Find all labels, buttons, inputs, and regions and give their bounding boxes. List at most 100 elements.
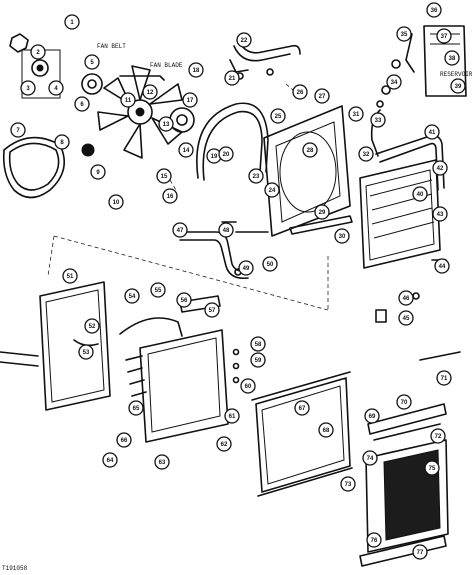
callout-bubble (398, 310, 414, 326)
callout-3: 3 (20, 80, 36, 96)
callout-bubble (412, 544, 428, 560)
callout-40: 40 (412, 186, 428, 202)
callout-bubble (30, 44, 46, 60)
callout-number: 42 (437, 166, 444, 172)
callout-48: 48 (218, 222, 234, 238)
callout-bubble (318, 422, 334, 438)
callout-bubble (426, 2, 442, 18)
callout-2: 2 (30, 44, 46, 60)
callout-number: 24 (269, 188, 276, 194)
fan-shroud (263, 105, 353, 237)
callout-bubble (364, 408, 380, 424)
callout-number: 45 (403, 316, 410, 322)
callout-73: 73 (340, 476, 356, 492)
callout-bubble (142, 84, 158, 100)
callout-number: 58 (255, 342, 262, 348)
callout-number: 28 (307, 148, 314, 154)
callout-45: 45 (398, 310, 414, 326)
callout-17: 17 (182, 92, 198, 108)
callout-30: 30 (334, 228, 350, 244)
callout-47: 47 (172, 222, 188, 238)
callout-bubble (64, 14, 80, 30)
callout-bubble (398, 290, 414, 306)
callout-bubble (218, 146, 234, 162)
callout-number: 6 (80, 102, 84, 108)
callout-number: 29 (319, 210, 326, 216)
callout-number: 20 (223, 152, 230, 158)
callout-number: 61 (229, 414, 236, 420)
callout-number: 33 (375, 118, 382, 124)
callout-number: 30 (339, 234, 346, 240)
callout-number: 36 (431, 8, 438, 14)
callout-number: 62 (221, 442, 228, 448)
callout-bubble (250, 352, 266, 368)
callout-number: 47 (177, 228, 184, 234)
callout-15: 15 (156, 168, 172, 184)
callout-bubble (182, 92, 198, 108)
callout-bubble (424, 124, 440, 140)
callout-41: 41 (424, 124, 440, 140)
callout-number: 74 (367, 456, 374, 462)
callout-number: 19 (211, 154, 218, 160)
callout-number: 48 (223, 228, 230, 234)
callout-61: 61 (224, 408, 240, 424)
callout-bubble (10, 122, 26, 138)
callout-number: 69 (369, 414, 376, 420)
callout-1: 1 (64, 14, 80, 30)
callout-bubble (436, 28, 452, 44)
callout-63: 63 (154, 454, 170, 470)
callout-number: 2 (36, 50, 40, 56)
callout-number: 1 (70, 20, 74, 26)
callout-22: 22 (236, 32, 252, 48)
callout-bubble (236, 32, 252, 48)
callout-number: 56 (181, 298, 188, 304)
callout-number: 60 (245, 384, 252, 390)
callout-number: 12 (147, 90, 154, 96)
callout-bubble (294, 400, 310, 416)
callout-number: 53 (83, 350, 90, 356)
callout-number: 4 (54, 86, 58, 92)
callout-bubble (74, 96, 90, 112)
callout-75: 75 (424, 460, 440, 476)
callout-number: 3 (26, 86, 30, 92)
callout-9: 9 (90, 164, 106, 180)
callout-number: 8 (60, 140, 64, 146)
callout-number: 34 (391, 80, 398, 86)
callout-number: 23 (253, 174, 260, 180)
callout-number: 14 (183, 148, 190, 154)
callout-39: 39 (450, 78, 466, 94)
callout-58: 58 (250, 336, 266, 352)
callout-bubble (120, 92, 136, 108)
callout-number: 9 (96, 170, 100, 176)
callout-number: 11 (125, 98, 132, 104)
callout-bubble (150, 282, 166, 298)
callout-72: 72 (430, 428, 446, 444)
callout-24: 24 (264, 182, 280, 198)
callout-number: 10 (113, 200, 120, 206)
callout-bubble (396, 394, 412, 410)
drive-belt (2, 136, 66, 199)
callout-bubble (128, 400, 144, 416)
fan-blade-ref-label: FAN BLADE (150, 62, 183, 69)
callout-number: 44 (439, 264, 446, 270)
callout-bubble (224, 70, 240, 86)
callout-bubble (292, 84, 308, 100)
fan-drive-assembly: FAN BELT FAN BLADE (9, 33, 183, 99)
callout-27: 27 (314, 88, 330, 104)
callout-bubble (90, 164, 106, 180)
callout-bubble (340, 476, 356, 492)
callout-number: 39 (455, 84, 462, 90)
callout-number: 73 (345, 482, 352, 488)
fan-blade (97, 65, 183, 159)
radiator (359, 109, 447, 323)
callout-52: 52 (84, 318, 100, 334)
callout-number: 77 (417, 550, 424, 556)
callout-number: 18 (193, 68, 200, 74)
callout-34: 34 (386, 74, 402, 90)
callout-bubble (162, 188, 178, 204)
callout-number: 31 (353, 112, 360, 118)
callout-bubble (362, 450, 378, 466)
callout-bubble (172, 222, 188, 238)
callout-38: 38 (444, 50, 460, 66)
